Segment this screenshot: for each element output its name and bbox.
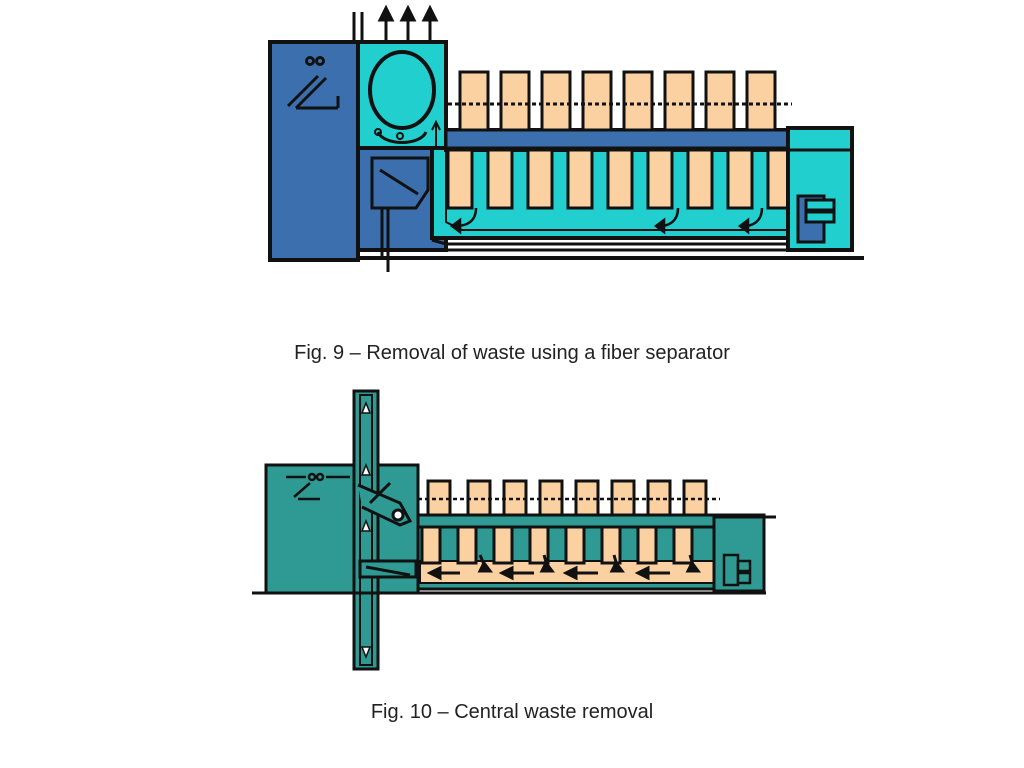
fig9-drum-guide [376, 131, 428, 144]
fig9-flow-arrows [449, 207, 764, 235]
fig10-duct-arrows [360, 400, 372, 660]
fig9-spinning-units [446, 70, 790, 210]
fig9-fan-icon [796, 194, 836, 244]
fig10-central-duct [352, 389, 380, 671]
fig9-exhaust-arrows [352, 4, 439, 44]
fig10-flow-arrows [426, 554, 701, 581]
fig10-card-feed-icon [286, 472, 350, 501]
fig10-duct-top-beam [416, 513, 720, 529]
fig9-card-unit [268, 40, 360, 262]
fig10-chute [357, 481, 418, 579]
fig9-card-feed-icon [286, 56, 340, 110]
fig10-caption: Fig. 10 – Central waste removal [370, 701, 654, 723]
fig9-separator-drum [368, 50, 436, 130]
fig10-diagram [252, 389, 776, 671]
fig10-fan-icon [722, 553, 752, 587]
fig9-caption: Fig. 9 – Removal of waste using a fiber … [294, 342, 730, 364]
fig9-duct-top-beam [444, 128, 790, 150]
fig9-diagram [268, 4, 864, 272]
